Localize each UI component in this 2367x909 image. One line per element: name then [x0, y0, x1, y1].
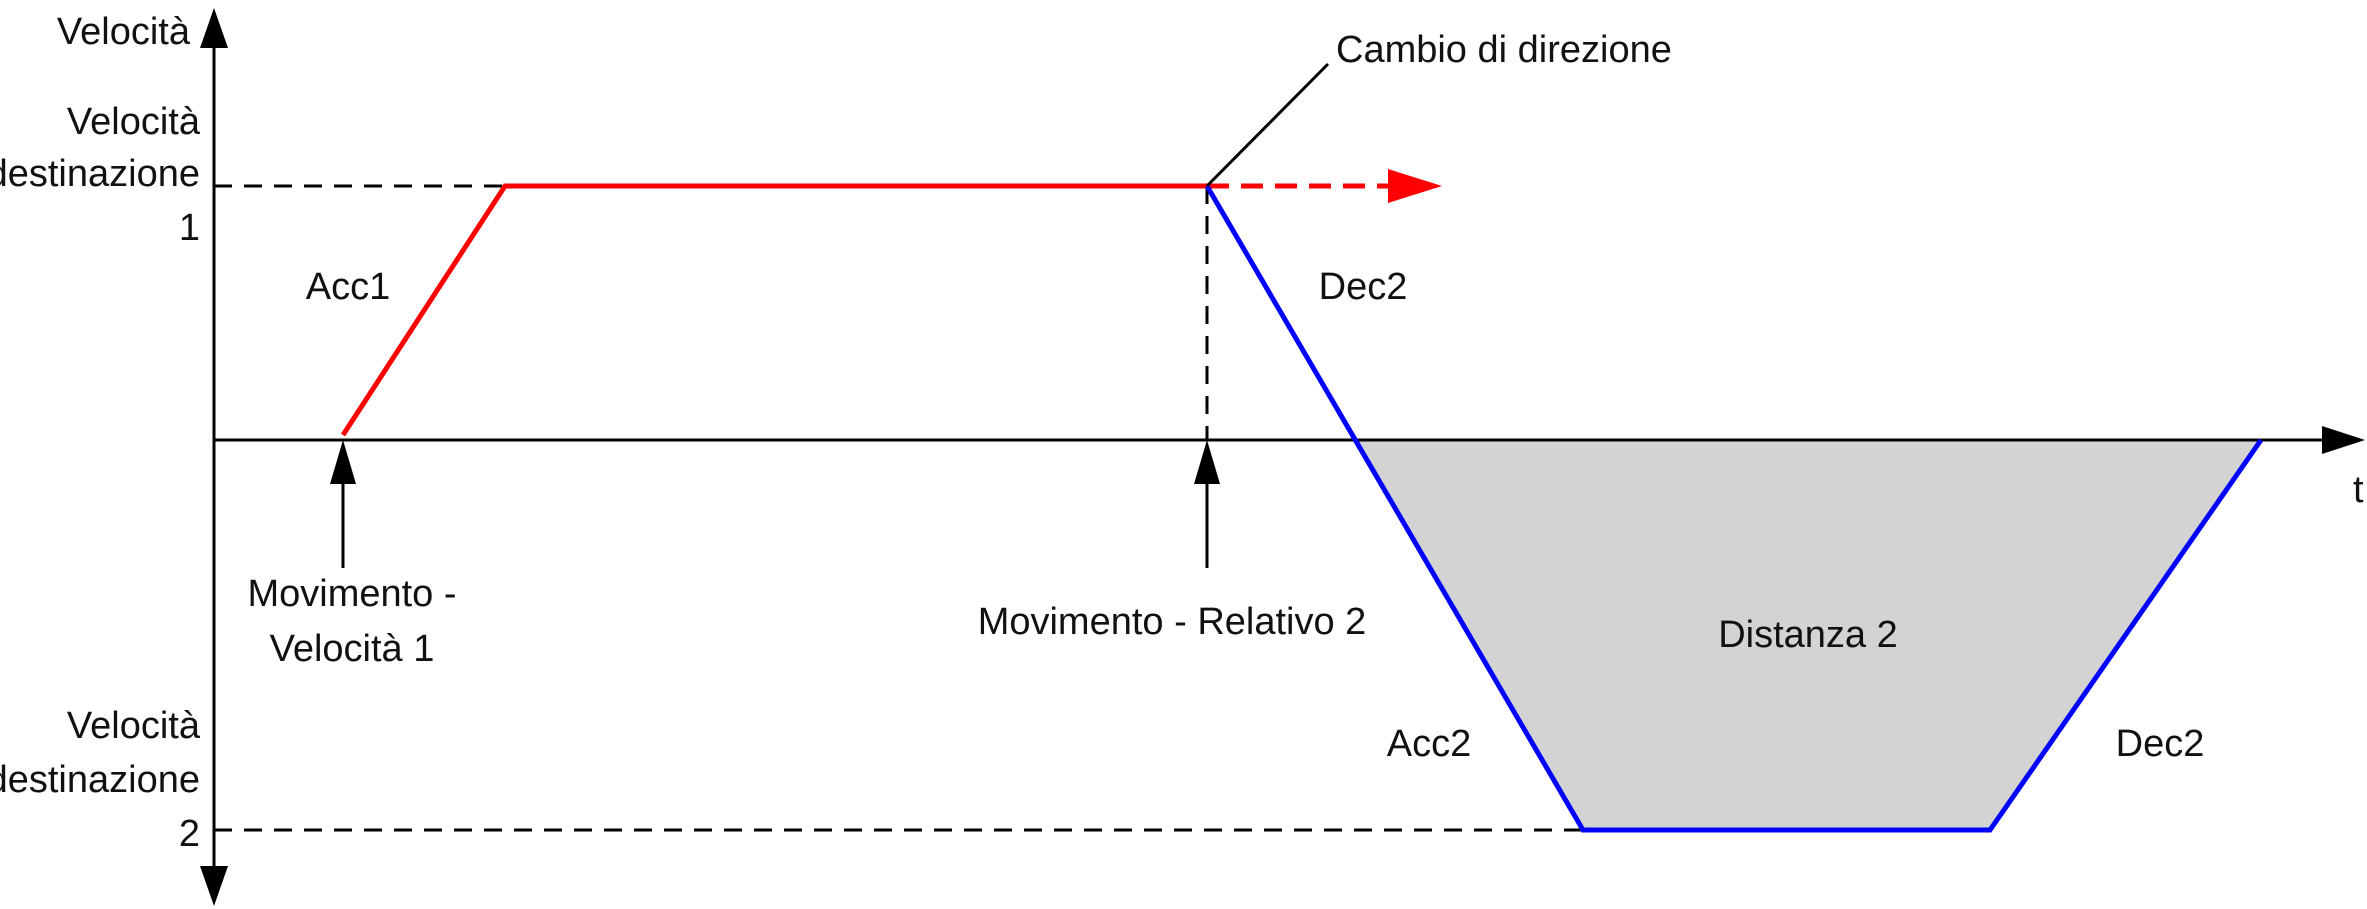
target1-label-line1: Velocità — [67, 101, 201, 143]
acc1-label: Acc1 — [306, 266, 390, 308]
move-velocity-label-line1: Movimento - — [247, 573, 456, 615]
dec2-upper-label: Dec2 — [1319, 266, 1408, 308]
x-axis-arrow — [2322, 426, 2365, 454]
x-axis-label: t — [2353, 469, 2364, 511]
y-axis-arrow-down — [200, 866, 228, 906]
acc2-label: Acc2 — [1387, 723, 1471, 765]
move-relative-label: Movimento - Relativo 2 — [978, 601, 1367, 643]
direction-change-callout — [1205, 62, 1330, 188]
target1-label-line2: destinazione — [0, 153, 200, 195]
direction-change-label: Cambio di direzione — [1336, 29, 1672, 71]
target2-label-line1: Velocità — [67, 705, 201, 747]
target2-label-line3: 2 — [179, 813, 200, 855]
first-move-profile — [340, 183, 1207, 437]
target1-label-line3: 1 — [179, 207, 200, 249]
y-axis-label: Velocità — [57, 11, 191, 53]
target2-label-line2: destinazione — [0, 759, 200, 801]
move-velocity-label-line2: Velocità 1 — [270, 628, 435, 670]
distance-area — [1356, 440, 2261, 830]
first-move-continuation-arrow — [1388, 169, 1442, 203]
move-velocity-arrow-head — [330, 440, 356, 484]
second-move-profile — [1204, 184, 2264, 833]
distance-label: Distanza 2 — [1718, 614, 1898, 656]
dec2-lower-label: Dec2 — [2116, 723, 2205, 765]
y-axis-arrow-up — [200, 8, 228, 48]
move-relative-arrow-head — [1194, 440, 1220, 484]
